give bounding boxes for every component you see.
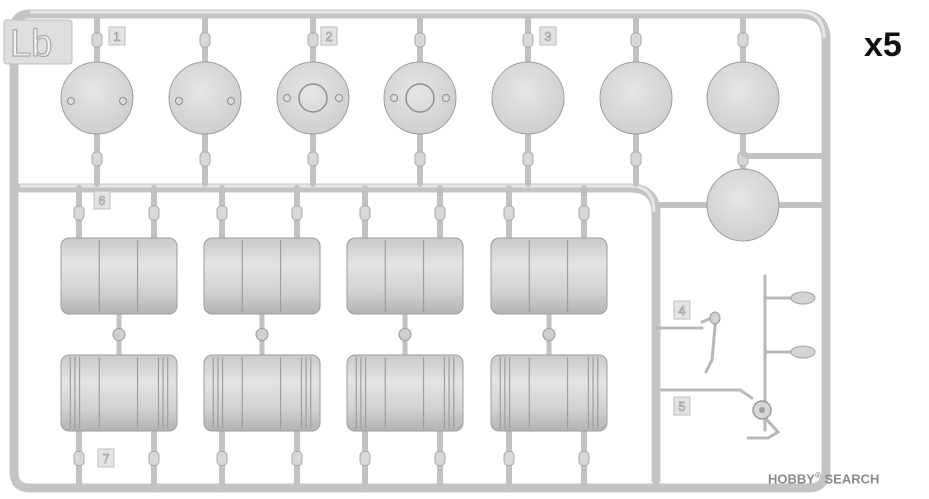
part-number-text: 4: [678, 303, 685, 318]
lid-plug: [442, 94, 450, 102]
lid-gate-top: [737, 15, 749, 65]
drum-link: [255, 314, 269, 355]
drum-link: [398, 314, 412, 355]
watermark-suffix: SEARCH: [824, 471, 880, 487]
part-number-tag: 3: [539, 26, 557, 46]
valve-handle: [709, 291, 816, 420]
lid-plug: [119, 97, 127, 105]
lid-gate-bottom: [199, 131, 211, 187]
oil-drum: [203, 237, 321, 315]
lid-bung-ring: [405, 83, 435, 113]
lid-gate-top: [307, 15, 319, 65]
quantity-label: x5: [864, 26, 902, 64]
part-number-text: 3: [544, 29, 551, 44]
lid-gate-top: [91, 15, 103, 65]
oil-drum: [60, 354, 178, 432]
oil-drum: [490, 354, 608, 432]
drum-gate-top: [434, 185, 446, 241]
drum-gate-top: [503, 185, 515, 241]
part-number-tag: 4: [673, 300, 691, 320]
drum-gate-bottom: [291, 428, 303, 489]
lid-gate-bottom: [307, 131, 319, 187]
lid-plug: [335, 94, 343, 102]
part-number-text: 7: [102, 451, 109, 466]
drum-lid: [276, 61, 350, 135]
drum-gate-bottom: [73, 428, 85, 489]
lid-gate-bottom: [414, 131, 426, 187]
lid-plug: [67, 97, 75, 105]
drum-gate-bottom: [216, 428, 228, 489]
drum-lid: [491, 61, 565, 135]
drum-link: [542, 314, 556, 355]
part-number-text: 1: [113, 29, 120, 44]
part-number-tags: 1 2 3 4 5 6 7: [93, 26, 691, 468]
part-number-tag: 5: [673, 396, 691, 416]
drum-lid: [168, 61, 242, 135]
frame-code-tag: Lb: [3, 19, 73, 66]
part-number-text: 2: [325, 29, 332, 44]
drum-gate-bottom: [148, 428, 160, 489]
lid-gate-top: [199, 15, 211, 65]
sprue-attachments: [73, 15, 749, 489]
oil-drum: [203, 354, 321, 432]
lid-bung-ring: [298, 83, 328, 113]
part-number-text: 5: [678, 399, 685, 414]
oil-drum: [490, 237, 608, 315]
lid-gate-bottom: [522, 131, 534, 187]
lid-plug: [227, 97, 235, 105]
oil-drum: [60, 237, 178, 315]
lid-plug: [283, 94, 291, 102]
drum-gate-top: [359, 185, 371, 241]
drum-lid: [599, 61, 673, 135]
drum-gate-top: [73, 185, 85, 241]
lid-plug: [390, 94, 398, 102]
drum-gate-bottom: [434, 428, 446, 489]
lid-gate-bottom: [630, 131, 642, 187]
drum-lid: [383, 61, 457, 135]
oil-drum: [346, 237, 464, 315]
part-number-tag: 7: [97, 448, 115, 468]
drum-link: [112, 314, 126, 355]
part-number-text: 6: [98, 193, 105, 208]
lid-parts: [60, 61, 826, 242]
lid-plug: [175, 97, 183, 105]
watermark: HOBBY® SEARCH: [768, 471, 880, 487]
oil-drum: [346, 354, 464, 432]
drum-gate-top: [216, 185, 228, 241]
drum-gate-top: [578, 185, 590, 241]
watermark-brand: HOBBY: [768, 471, 815, 487]
part-number-tag: 1: [108, 26, 126, 46]
drum-lid: [60, 61, 134, 135]
drum-lid: [706, 61, 780, 135]
lid-gate-bottom: [91, 131, 103, 187]
lid-gate-top: [522, 15, 534, 65]
frame-code-text: Lb: [10, 23, 52, 65]
part-number-tag: 6: [93, 190, 111, 210]
lid-gate-top: [414, 15, 426, 65]
drum-gate-bottom: [503, 428, 515, 489]
drum-gate-bottom: [359, 428, 371, 489]
lid-gate-top: [630, 15, 642, 65]
drum-lid-extra: [656, 140, 826, 242]
part-number-tag: 2: [320, 26, 338, 46]
drum-gate-top: [291, 185, 303, 241]
drum-parts: [60, 237, 608, 432]
drum-gate-top: [148, 185, 160, 241]
drum-gate-bottom: [578, 428, 590, 489]
